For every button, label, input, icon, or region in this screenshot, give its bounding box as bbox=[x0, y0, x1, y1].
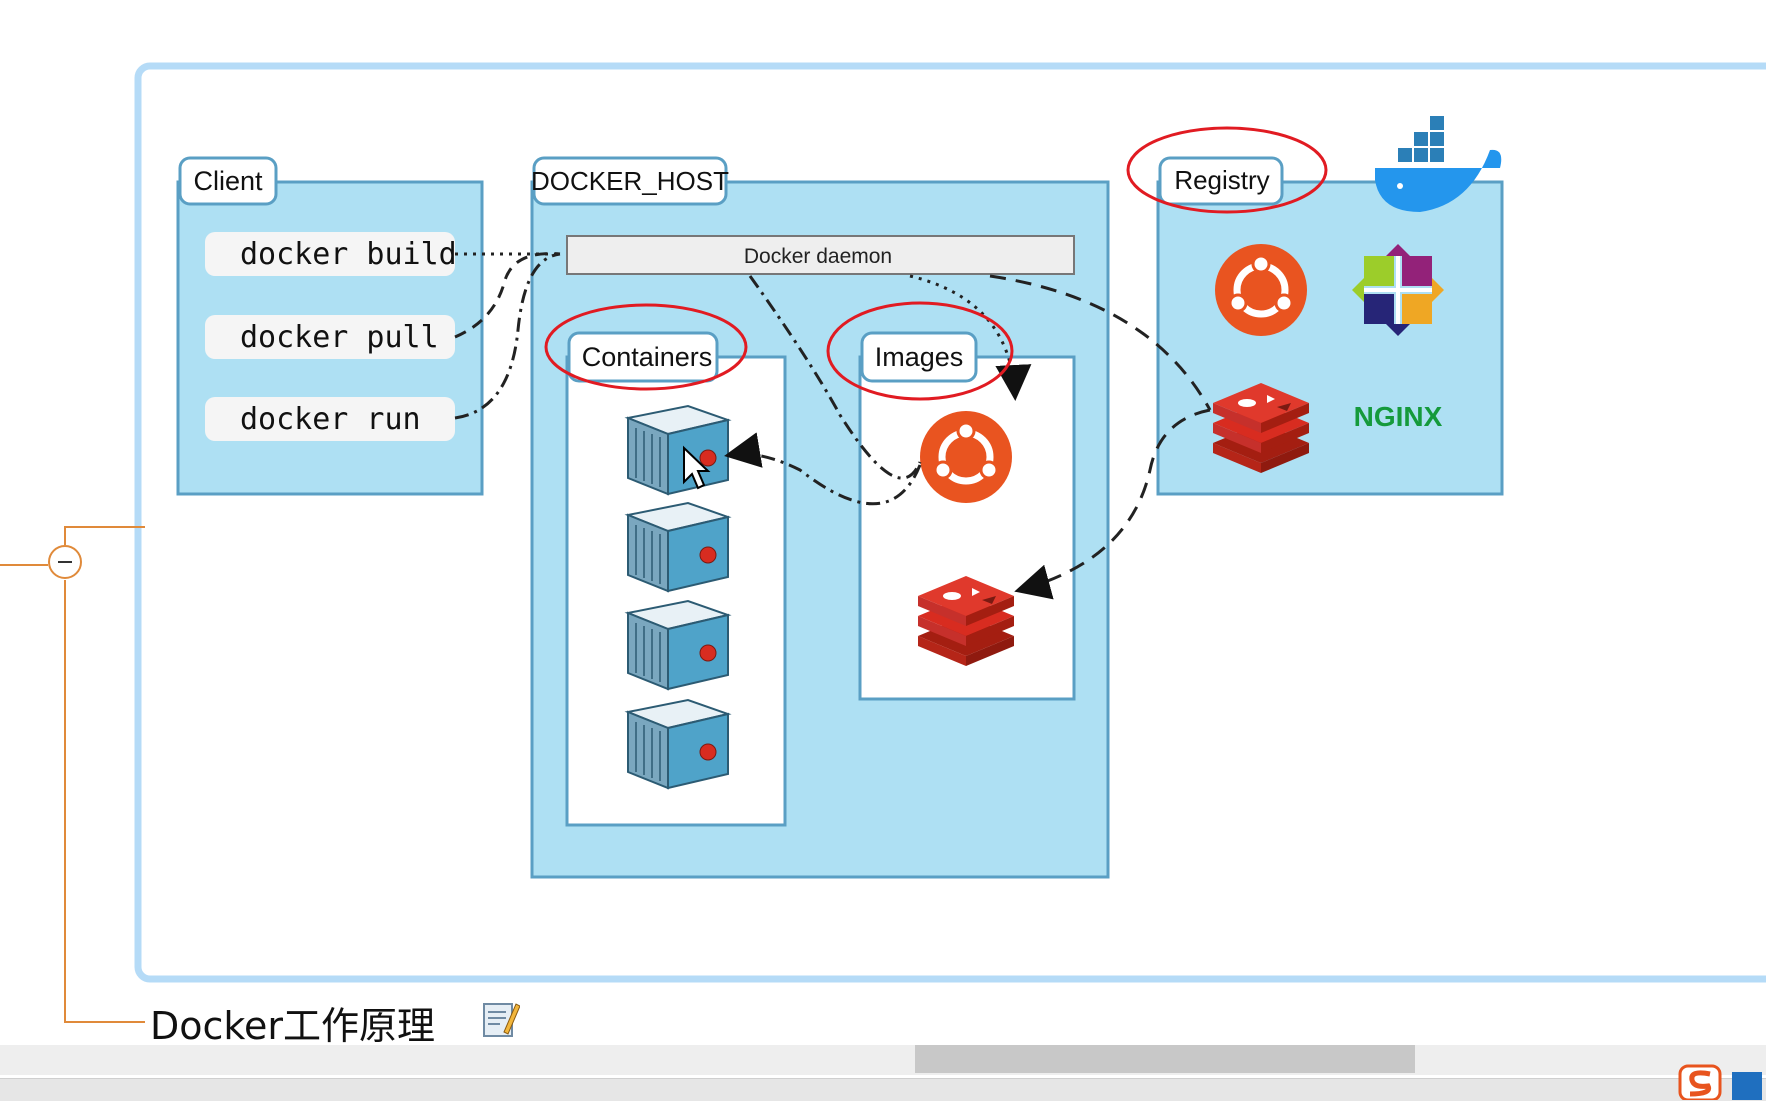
docker-whale-icon bbox=[1375, 116, 1502, 212]
flow-connectors bbox=[454, 252, 1212, 600]
client-panel: Client docker build docker pull docker r… bbox=[176, 156, 484, 496]
registry-panel: Registry NGINX bbox=[1156, 116, 1504, 496]
docker-host-label: DOCKER_HOST bbox=[531, 166, 729, 196]
docker-daemon-bar bbox=[566, 235, 1075, 275]
note-icon[interactable] bbox=[480, 998, 520, 1038]
docker-host-tab bbox=[532, 156, 728, 206]
highlight-annotations bbox=[544, 126, 1328, 401]
containers-label: Containers bbox=[582, 342, 713, 372]
images-highlight bbox=[826, 301, 1014, 401]
registry-highlight bbox=[1126, 126, 1328, 214]
command-label: docker run bbox=[240, 402, 421, 437]
ubuntu-to-container bbox=[724, 432, 922, 506]
ubuntu-icon bbox=[1215, 244, 1307, 336]
ubuntu-icon bbox=[920, 411, 1012, 503]
command-docker-run bbox=[205, 397, 455, 441]
images-label: Images bbox=[875, 342, 964, 372]
horizontal-scrollbar-thumb[interactable] bbox=[915, 1045, 1415, 1073]
status-bar bbox=[0, 1078, 1766, 1101]
collapse-icon[interactable] bbox=[48, 545, 82, 579]
containers-tab bbox=[567, 331, 719, 383]
horizontal-scrollbar[interactable] bbox=[0, 1045, 1766, 1075]
command-label: docker pull bbox=[240, 320, 439, 355]
mindmap-branch-line bbox=[64, 580, 145, 1023]
client-label: Client bbox=[193, 166, 263, 196]
containers-highlight bbox=[544, 303, 748, 391]
topic-title[interactable]: Docker工作原理 bbox=[150, 1004, 436, 1048]
command-docker-build bbox=[205, 232, 455, 276]
registry-to-redis-image bbox=[1014, 408, 1211, 600]
docker-daemon-label: Docker daemon bbox=[744, 245, 892, 268]
centos-icon bbox=[1352, 244, 1444, 336]
nginx-logo: NGINX bbox=[1354, 401, 1443, 432]
daemon-to-ubuntu bbox=[748, 275, 922, 480]
registry-tab bbox=[1158, 156, 1284, 206]
images-tab bbox=[860, 331, 978, 383]
registry-label: Registry bbox=[1174, 165, 1269, 195]
container-icon bbox=[627, 699, 729, 789]
container-icon bbox=[627, 600, 729, 690]
mindmap-branch-line bbox=[64, 526, 145, 545]
mouse-cursor-icon bbox=[683, 445, 711, 490]
docker-host-panel: DOCKER_HOST Docker daemon Containers Ima… bbox=[530, 156, 1110, 879]
pull-connector bbox=[454, 252, 561, 339]
run-connector bbox=[454, 252, 561, 420]
command-label: docker build bbox=[240, 237, 457, 272]
container-icon bbox=[627, 502, 729, 592]
ime-sogou-icon[interactable] bbox=[1676, 1064, 1766, 1100]
client-tab bbox=[178, 156, 278, 206]
command-docker-pull bbox=[205, 315, 455, 359]
daemon-to-registry bbox=[989, 274, 1212, 411]
container-icon bbox=[627, 405, 729, 495]
